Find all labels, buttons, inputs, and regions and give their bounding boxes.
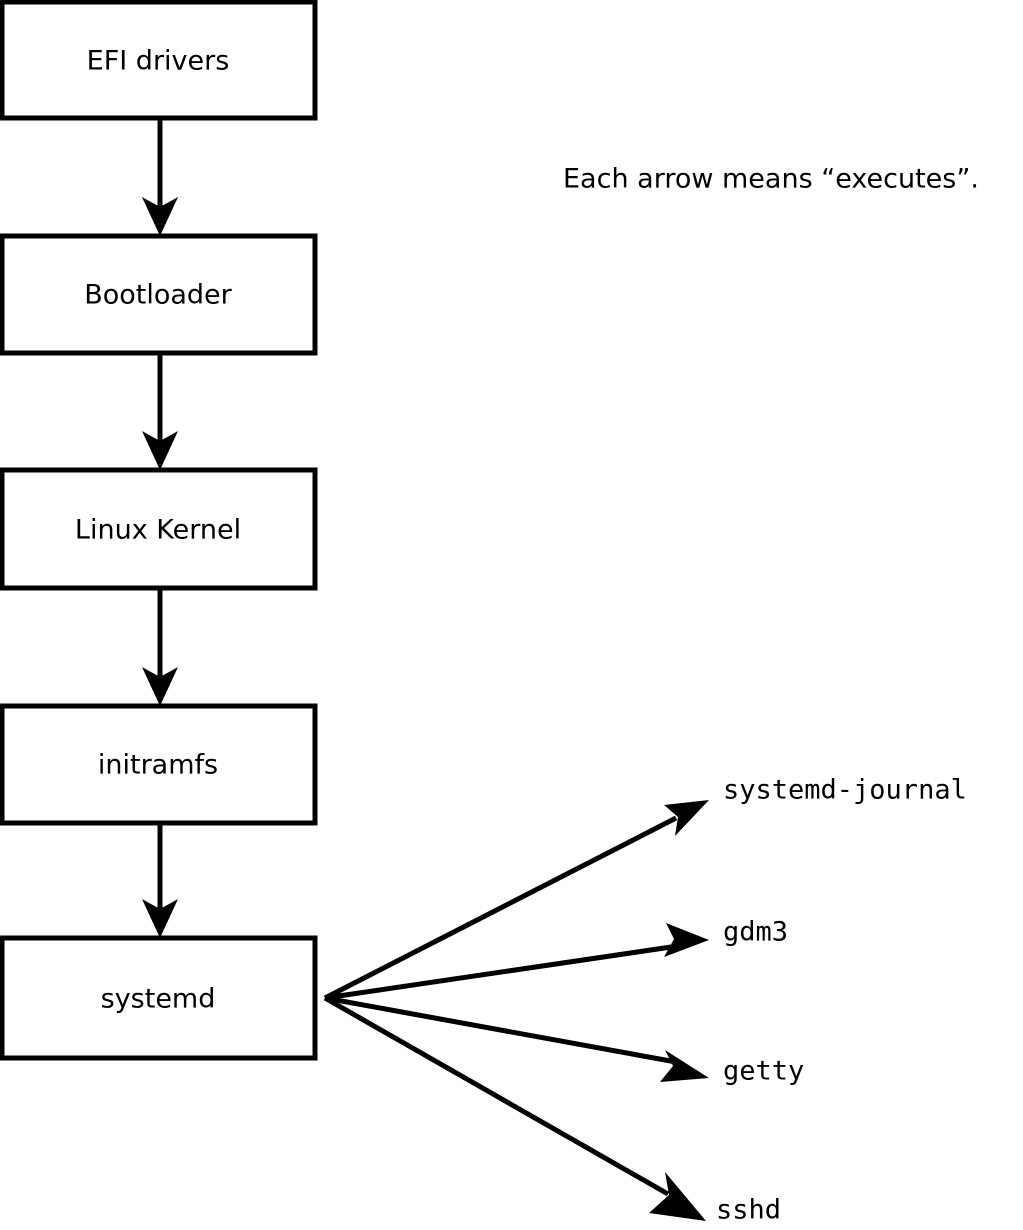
node-box xyxy=(0,0,318,121)
arrowhead-icon xyxy=(142,899,178,938)
node-label: systemd xyxy=(101,984,216,1015)
arrowhead-icon xyxy=(142,431,178,470)
arrowhead-icon xyxy=(142,667,178,706)
node-label: EFI drivers xyxy=(87,46,230,77)
chain-arrow-efi-to-bootloader xyxy=(142,118,178,236)
leaf-label-gdm3: gdm3 xyxy=(723,917,788,948)
fanout-arrow-gdm3 xyxy=(324,923,709,1001)
node-box xyxy=(0,233,318,356)
node-efi-drivers[interactable]: EFI drivers xyxy=(0,0,318,121)
leaf-label-systemd-journal: systemd-journal xyxy=(723,775,967,806)
fanout-arrow-getty xyxy=(324,995,709,1082)
node-initramfs[interactable]: initramfs xyxy=(0,703,318,826)
leaf-label-sshd: sshd xyxy=(716,1195,781,1226)
node-box xyxy=(0,703,318,826)
arrowhead-icon xyxy=(649,1172,706,1221)
chain-arrow-kernel-to-initramfs xyxy=(142,588,178,706)
node-linux-kernel[interactable]: Linux Kernel xyxy=(0,467,318,591)
node-box xyxy=(0,467,318,591)
node-box xyxy=(0,935,318,1061)
node-systemd[interactable]: systemd xyxy=(0,935,318,1061)
fanout-arrow-systemd-journal xyxy=(323,800,709,1001)
legend-text: Each arrow means “executes”. xyxy=(563,164,979,195)
node-label: Bootloader xyxy=(84,280,232,311)
node-label: initramfs xyxy=(98,750,218,781)
chain-arrow-bootloader-to-kernel xyxy=(142,353,178,470)
arrowhead-icon xyxy=(664,923,709,957)
arrowhead-icon xyxy=(664,800,709,836)
chain-arrow-initramfs-to-systemd xyxy=(142,823,178,938)
node-label: Linux Kernel xyxy=(75,515,241,546)
node-bootloader[interactable]: Bootloader xyxy=(0,233,318,356)
arrowhead-icon xyxy=(660,1050,709,1082)
fanout-arrow-sshd xyxy=(323,995,706,1221)
leaf-label-getty: getty xyxy=(723,1056,804,1087)
arrowhead-icon xyxy=(142,197,178,236)
